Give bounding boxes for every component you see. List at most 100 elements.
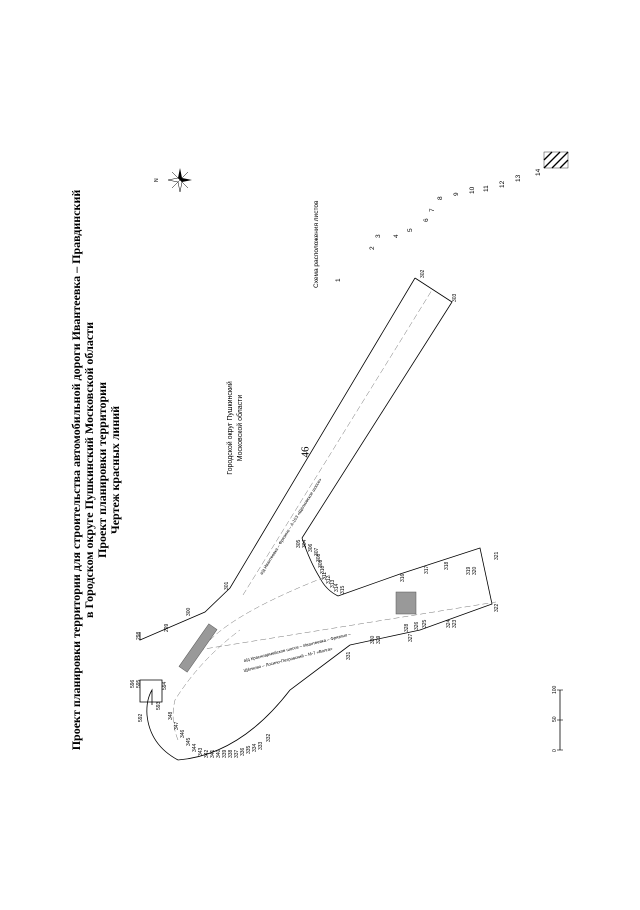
district-line-2: Московской области <box>236 395 244 462</box>
point-327: 327 <box>408 633 414 642</box>
point-323: 323 <box>452 619 458 628</box>
point-344: 344 <box>192 743 198 752</box>
title-block: Проект планировки территории для строите… <box>69 190 122 751</box>
sheet-5: 5 <box>407 228 414 232</box>
point-315: 315 <box>340 585 346 594</box>
point-338: 338 <box>228 749 234 758</box>
road-label-upper: а/д Ивантеевка – Фрязино – А-103 «Щёлков… <box>259 477 323 576</box>
point-311: 311 <box>322 572 328 580</box>
point-330: 330 <box>370 635 376 644</box>
page-number: 46 <box>299 446 312 458</box>
title-line-2: в Городском округе Пушкинский Московской… <box>82 322 96 618</box>
point-301: 301 <box>224 581 230 590</box>
point-316: 316 <box>400 573 406 582</box>
point-595: 595 <box>136 679 142 688</box>
point-318: 318 <box>444 561 450 570</box>
point-312: 312 <box>326 575 332 584</box>
road-centerlines <box>172 289 497 741</box>
sheet-11: 11 <box>483 185 490 192</box>
point-594: 594 <box>162 681 168 690</box>
point-299: 299 <box>164 623 170 632</box>
point-336: 336 <box>240 747 246 756</box>
point-310: 310 <box>320 565 326 574</box>
sheet-1: 1 <box>335 278 342 282</box>
point-labels-right-arm: 316 317 318 319 320 321 322 323 324 325 … <box>400 551 500 642</box>
title-line-1: Проект планировки территории для строите… <box>69 190 83 751</box>
sheet-14: 14 <box>535 168 542 176</box>
point-313: 313 <box>330 579 336 588</box>
point-329: 329 <box>376 635 382 644</box>
sheet-9: 9 <box>453 192 460 196</box>
point-309: 309 <box>318 559 324 568</box>
point-335: 335 <box>246 745 252 754</box>
point-324: 324 <box>446 619 452 628</box>
sheet-layout-scheme: Схема расположения листов 1 2 3 4 5 6 7 … <box>313 151 569 288</box>
point-337: 337 <box>234 749 240 758</box>
point-347: 347 <box>174 721 180 730</box>
point-326: 326 <box>414 621 420 630</box>
point-345: 345 <box>186 737 192 746</box>
point-341: 341 <box>210 749 216 758</box>
point-labels-upper-outer: 298 299 300 301 <box>136 581 230 640</box>
point-334: 334 <box>252 743 258 752</box>
point-328: 328 <box>404 623 410 632</box>
point-labels-loop: 333 334 335 336 337 338 339 340 341 342 … <box>168 711 264 758</box>
compass-rose-icon: N <box>154 168 192 193</box>
compass-north-label: N <box>154 178 160 182</box>
point-339: 339 <box>222 749 228 758</box>
title-line-4: Чертеж красных линий <box>108 406 122 534</box>
point-325: 325 <box>422 619 428 628</box>
point-314: 314 <box>334 583 340 592</box>
point-322: 322 <box>494 603 500 612</box>
point-346: 346 <box>180 729 186 738</box>
sheet-numbers: 1 2 3 4 5 6 7 8 9 10 11 12 13 14 15 <box>335 160 552 282</box>
point-300: 300 <box>186 607 192 616</box>
point-298: 298 <box>136 631 142 640</box>
point-304: 304 <box>302 539 308 548</box>
point-592: 592 <box>138 713 144 722</box>
point-labels: 298 299 300 301 302 303 304 305 306 307 … <box>130 269 500 758</box>
district-line-1: Городской округ Пушкинский <box>226 381 234 475</box>
sheet-8: 8 <box>437 196 444 200</box>
point-593: 593 <box>156 701 162 710</box>
scale-bar: 0 50 100 <box>552 685 563 752</box>
point-333: 333 <box>258 741 264 750</box>
point-319: 319 <box>466 566 472 575</box>
sheet-12: 12 <box>499 180 506 188</box>
scale-tick-100: 100 <box>552 685 558 694</box>
point-342: 342 <box>204 749 210 758</box>
point-307: 307 <box>314 547 320 556</box>
district-label: Городской округ Пушкинский Московской об… <box>226 381 244 475</box>
scale-tick-50: 50 <box>552 716 558 722</box>
point-340: 340 <box>216 749 222 758</box>
scale-tick-0: 0 <box>552 749 558 752</box>
sheet-13: 13 <box>515 174 522 182</box>
sheet-4: 4 <box>393 234 400 238</box>
title-line-3: Проект планировки территории <box>95 382 109 558</box>
point-317: 317 <box>424 565 430 574</box>
point-332: 332 <box>266 733 272 742</box>
point-302: 302 <box>420 269 426 278</box>
bridge-block-right <box>395 591 417 615</box>
point-308: 308 <box>316 553 322 562</box>
sheet-3: 3 <box>375 234 382 238</box>
point-306: 306 <box>308 543 314 552</box>
sheet-10: 10 <box>469 186 476 194</box>
point-labels-lower-arm: 329 330 331 332 <box>266 635 382 742</box>
sheet-2: 2 <box>369 246 376 250</box>
red-line-contours <box>139 277 493 761</box>
point-596: 596 <box>130 679 136 688</box>
sheet-scheme-title: Схема расположения листов <box>313 200 320 288</box>
point-321: 321 <box>494 551 500 560</box>
point-331: 331 <box>346 651 352 660</box>
point-305: 305 <box>296 539 302 548</box>
point-labels-upper-inner: 304 305 306 307 308 309 310 311 312 313 … <box>296 539 346 594</box>
point-343: 343 <box>198 747 204 756</box>
point-320: 320 <box>472 566 478 575</box>
point-labels-upper-end: 302 303 <box>420 269 458 302</box>
point-303: 303 <box>452 293 458 302</box>
point-labels-top-small: 592 593 594 595 596 <box>130 679 168 722</box>
current-sheet-hatch-icon <box>543 151 569 169</box>
